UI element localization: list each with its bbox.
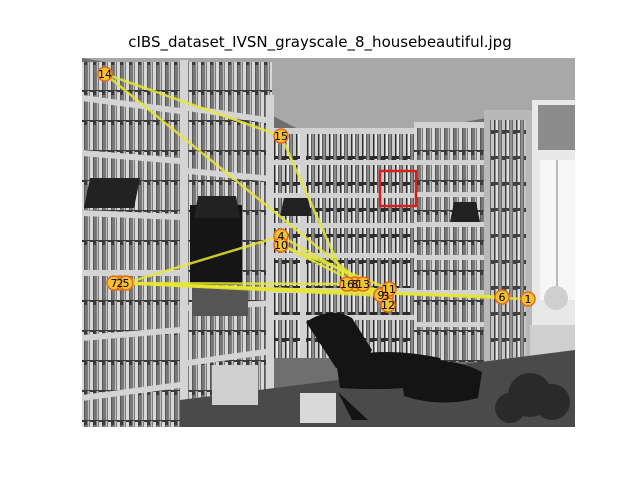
fixation-marker <box>520 291 536 307</box>
fixation-marker <box>494 289 510 305</box>
scanpath-segment <box>113 281 356 286</box>
fixation-label: 16 <box>340 278 354 291</box>
fixation-label: 15 <box>274 130 288 143</box>
fixation-label: 14 <box>98 68 112 81</box>
figure-title: cIBS_dataset_IVSN_grayscale_8_housebeaut… <box>128 33 512 51</box>
fixation-marker <box>106 275 122 291</box>
fixation-label: 5 <box>123 277 130 290</box>
fixation-marker <box>339 276 355 292</box>
fixation-label: 1 <box>525 293 532 306</box>
fixation-label: 2 <box>117 277 124 290</box>
fixation-marker <box>273 237 289 253</box>
fixation-marker <box>355 276 371 292</box>
scanpath-segment <box>279 135 349 285</box>
fixation-label: 9 <box>378 289 385 302</box>
fixation-marker <box>97 66 113 82</box>
scanpath-segment <box>104 73 364 285</box>
fixation-label: 8 <box>352 278 359 291</box>
fixation-label: 7 <box>111 277 118 290</box>
fixation-label: 10 <box>274 239 288 252</box>
fixation-label: 11 <box>382 283 396 296</box>
scanpath-lines <box>104 72 529 306</box>
scanpath-segment <box>280 243 390 291</box>
fixation-label: 6 <box>499 291 506 304</box>
fixation-label: 13 <box>356 278 370 291</box>
fixation-marker <box>380 297 396 313</box>
fixation-label: 12 <box>381 299 395 312</box>
fixation-marker <box>273 128 289 144</box>
fixation-label: 4 <box>278 230 285 243</box>
fixation-label: 3 <box>383 290 390 303</box>
scanpath-segment <box>104 72 282 138</box>
fixation-marker <box>381 281 397 297</box>
scanpath-segment <box>125 234 282 285</box>
target-box <box>378 169 418 208</box>
scanpath-segment <box>113 281 503 299</box>
